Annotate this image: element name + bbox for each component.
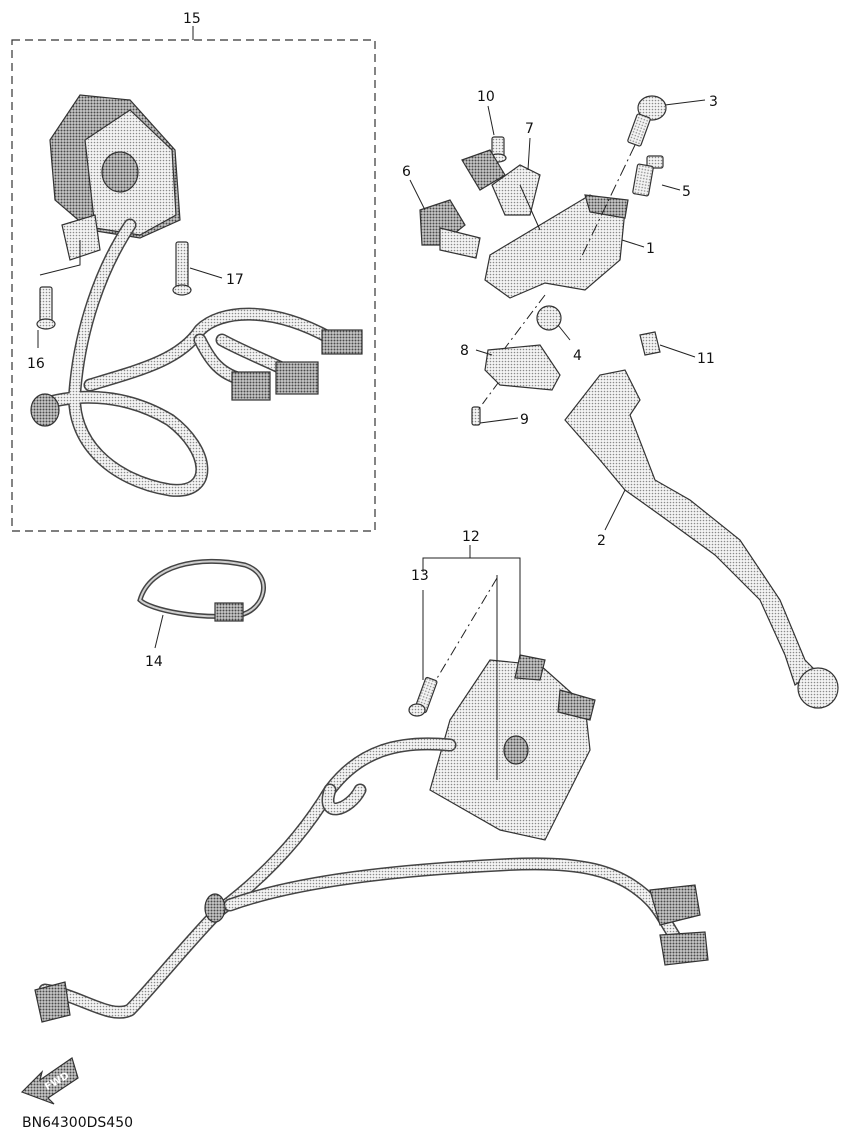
- callout-17: 17: [226, 272, 244, 288]
- screw-17: [172, 241, 192, 296]
- lever-holder-1: [484, 194, 629, 299]
- callout-4: 4: [573, 348, 582, 364]
- left-switch-harness: [30, 218, 363, 497]
- assembly-15-frame: [11, 39, 376, 532]
- right-switch-harness: [34, 737, 709, 1023]
- callout-6: 6: [402, 164, 411, 180]
- callout-8: 8: [460, 343, 469, 359]
- bolt-3: [627, 95, 667, 147]
- pivot-6: [419, 199, 481, 259]
- callout-13: 13: [411, 568, 429, 584]
- cable-band-14: [137, 558, 266, 622]
- diagram-code: BN64300DS450: [22, 1115, 133, 1131]
- lever-2: [564, 369, 839, 709]
- callout-15: 15: [183, 11, 201, 27]
- callout-2: 2: [597, 533, 606, 549]
- switch-8: [484, 344, 561, 391]
- callout-9: 9: [520, 412, 529, 428]
- cap-11: [639, 331, 661, 356]
- callout-12: 12: [462, 529, 480, 545]
- callout-5: 5: [682, 184, 691, 200]
- callout-14: 14: [145, 654, 163, 670]
- left-switch-assembly: [49, 94, 181, 261]
- screw-9: [471, 406, 481, 426]
- callout-10: 10: [477, 89, 495, 105]
- callout-1: 1: [646, 241, 655, 257]
- callout-16: 16: [27, 356, 45, 372]
- bolt-5: [632, 155, 664, 197]
- screw-16: [36, 286, 56, 330]
- screw-13: [408, 676, 438, 717]
- callout-7: 7: [525, 121, 534, 137]
- callout-3: 3: [709, 94, 718, 110]
- nut-4: [536, 305, 562, 331]
- callout-11: 11: [697, 351, 715, 367]
- fwd-arrow-icon: FWD: [20, 1057, 79, 1105]
- right-switch-12: [429, 654, 596, 841]
